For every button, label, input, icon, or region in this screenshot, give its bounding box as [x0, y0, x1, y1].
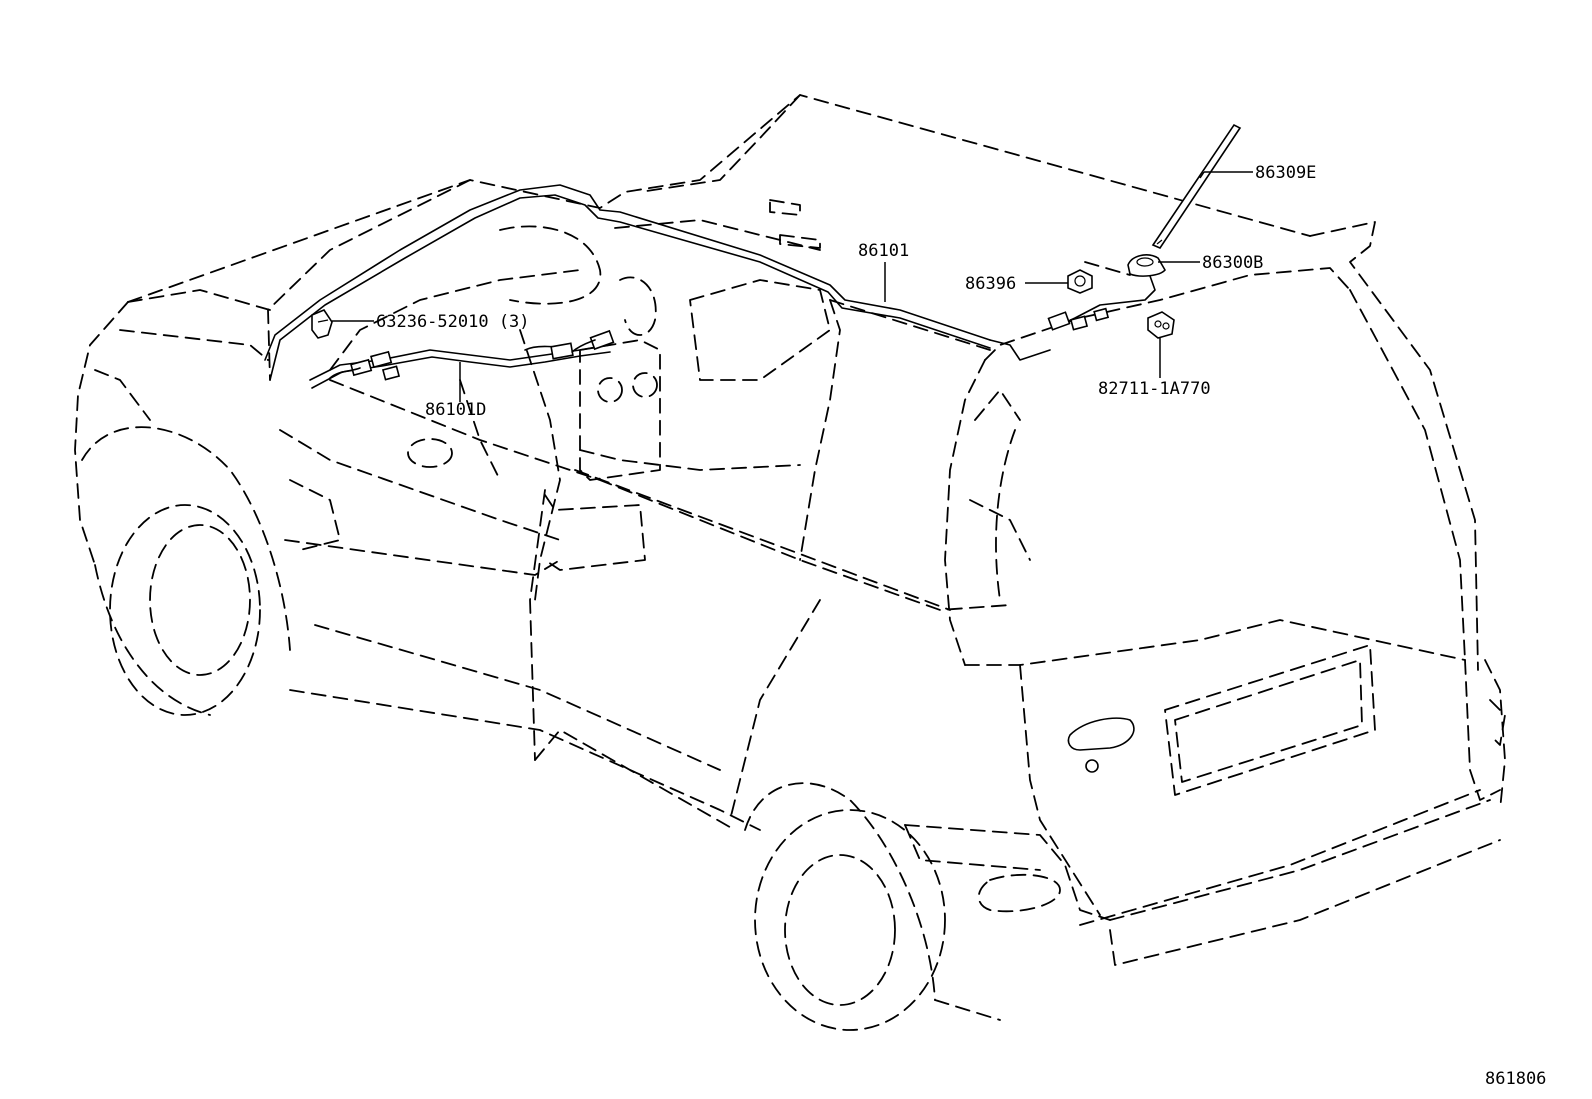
- antenna-pad-part: [1067, 269, 1093, 294]
- vehicle-body: [74, 94, 1506, 1031]
- label-antenna-rod: 86309E: [1255, 163, 1316, 183]
- connector-part: [1147, 311, 1175, 339]
- cord-connector-left: [329, 350, 401, 381]
- figure-number: 861806: [1485, 1069, 1546, 1089]
- antenna-base-part: [1047, 254, 1166, 331]
- cord-connector-center: [524, 329, 615, 360]
- vehicle-interior: [279, 199, 831, 601]
- label-connector: 82711-1A770: [1098, 379, 1211, 399]
- label-clamp: 63236-52010 (3): [376, 312, 530, 332]
- label-antenna-cord: 86101: [858, 241, 909, 261]
- antenna-rod-part: [1151, 123, 1242, 249]
- label-cord-sub: 86101D: [425, 400, 486, 420]
- label-antenna-pad: 86396: [965, 274, 1016, 294]
- clamp-part: [311, 309, 333, 339]
- label-antenna-base: 86300B: [1202, 253, 1263, 273]
- leader-lines: [332, 171, 1253, 402]
